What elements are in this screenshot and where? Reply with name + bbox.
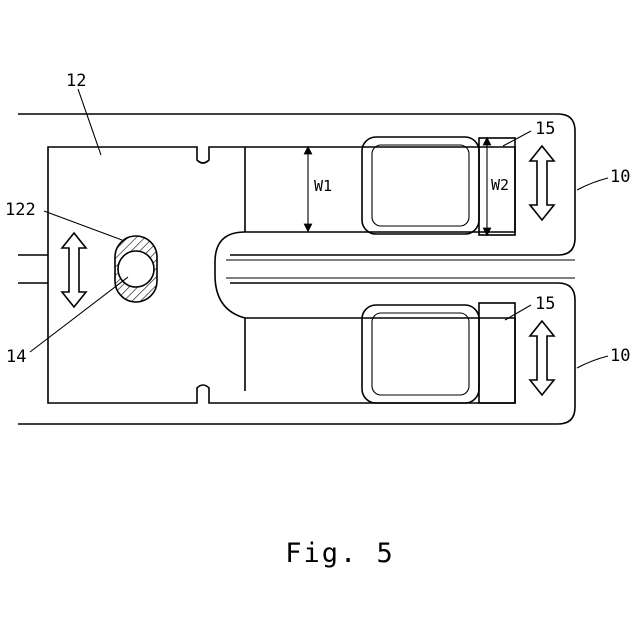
figure-caption: Fig. 5 <box>285 538 395 569</box>
leader-10-upper <box>577 178 608 190</box>
w2-label: W2 <box>491 176 509 194</box>
label-10-lower: 10 <box>610 346 630 366</box>
label-10-upper: 10 <box>610 167 630 187</box>
upper-roller-inner <box>372 145 469 226</box>
leader-15-lower <box>505 305 531 320</box>
label-15-upper: 15 <box>535 119 555 139</box>
leader-10-lower <box>577 356 608 368</box>
pin-14 <box>118 251 154 287</box>
label-14: 14 <box>6 347 26 367</box>
lower-roller-inner <box>372 313 469 395</box>
lower-roller-outer <box>362 305 479 403</box>
label-12: 12 <box>66 71 86 91</box>
left-motion-arrow <box>62 233 86 307</box>
leader-12 <box>78 89 101 155</box>
w1-label: W1 <box>314 177 332 195</box>
upper-roller-outer <box>362 137 479 234</box>
label-15-lower: 15 <box>535 294 555 314</box>
lower-right-motion-arrow <box>530 321 554 395</box>
label-122: 122 <box>5 200 36 220</box>
upper-right-motion-arrow <box>530 146 554 220</box>
leader-122 <box>44 211 122 240</box>
